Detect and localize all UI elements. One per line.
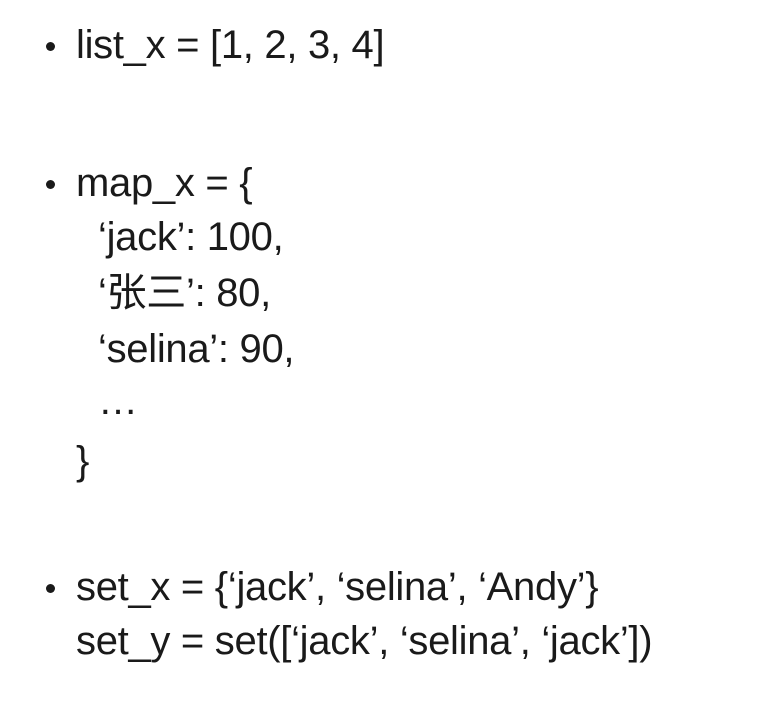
bullet-dot-icon	[46, 180, 55, 189]
map-line-zhangsan: ‘张三’: 80,	[98, 271, 271, 315]
map-line-jack: ‘jack’: 100,	[98, 215, 284, 259]
map-line-selina: ‘selina’: 90,	[98, 327, 295, 371]
map-line-ellipsis: …	[98, 379, 138, 423]
map-line-close: }	[76, 439, 90, 483]
list-line: list_x = [1, 2, 3, 4]	[76, 23, 385, 67]
bullet-dot-icon	[46, 584, 55, 593]
set-line-x: set_x = {‘jack’, ‘selina’, ‘Andy’}	[76, 565, 599, 609]
map-line-open: map_x = {	[76, 161, 253, 205]
bullet-dot-icon	[46, 42, 55, 51]
set-line-y: set_y = set([‘jack’, ‘selina’, ‘jack’])	[76, 619, 653, 663]
